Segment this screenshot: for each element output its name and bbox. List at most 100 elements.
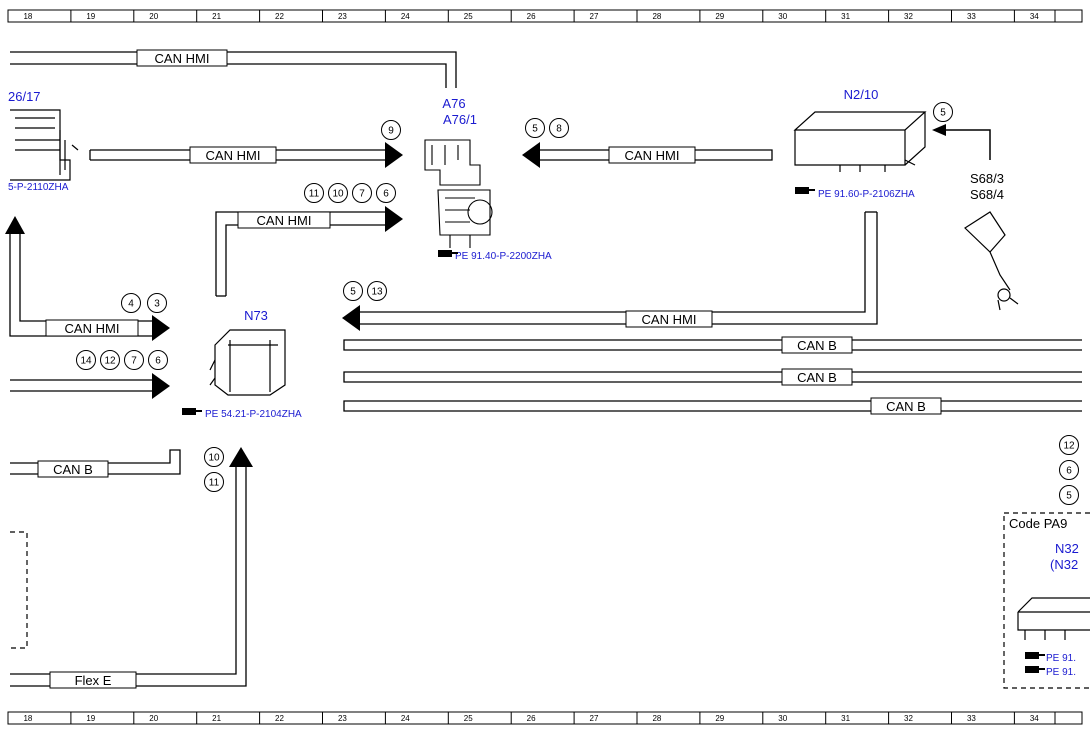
connector-number: 12	[1063, 441, 1075, 452]
bus-label-mid: CAN HMI	[642, 312, 697, 327]
bus-label-can-b-3: CAN B	[886, 399, 926, 414]
connector-number: 3	[154, 299, 160, 310]
bus-label-n73-a76: CAN HMI	[257, 213, 312, 228]
ruler-number: 21	[212, 714, 221, 723]
a76-device	[424, 139, 493, 248]
ruler-number: 20	[149, 12, 158, 21]
arrow-up	[229, 447, 253, 467]
connector-circle	[1059, 435, 1079, 455]
pointing-hand-icon	[795, 187, 815, 194]
n73-ref: PE 54.21-P-2104ZHA	[205, 409, 302, 420]
bus-label-can-b-left: CAN B	[53, 462, 93, 477]
connector-number: 7	[359, 189, 365, 200]
pointing-hand-icon	[182, 408, 202, 415]
ruler-number: 34	[1030, 714, 1039, 723]
connector-number: 6	[383, 189, 389, 200]
ruler-number: 32	[904, 714, 913, 723]
ruler-number: 24	[401, 12, 410, 21]
ruler-number: 31	[841, 12, 850, 21]
s68-3-label: S68/3	[970, 171, 1004, 186]
bus-label-can-b-2: CAN B	[797, 370, 837, 385]
ruler-number: 18	[23, 12, 32, 21]
ruler-number: 34	[1030, 12, 1039, 21]
n2-10-ref: PE 91.60-P-2106ZHA	[818, 189, 915, 200]
ruler-number: 19	[86, 12, 95, 21]
ruler-number: 20	[149, 714, 158, 723]
arrow-right	[152, 373, 170, 399]
connector-circle	[1059, 485, 1079, 505]
connector-circle	[124, 350, 144, 370]
connector-circle	[343, 281, 363, 301]
connector-number: 5	[940, 108, 946, 119]
n32-device	[1017, 597, 1090, 640]
connector-number: 5	[1066, 491, 1072, 502]
connector-circle	[121, 293, 141, 313]
ruler-number: 25	[464, 12, 473, 21]
connector-number: 5	[350, 287, 356, 298]
n32-ref-1: PE 91.	[1046, 653, 1076, 664]
bus-label-n73-left: CAN HMI	[65, 321, 120, 336]
pointing-hand-icon	[438, 250, 458, 257]
connector-circle	[76, 350, 96, 370]
left-partial-name: 26/17	[8, 89, 41, 104]
n32-code: Code PA9	[1009, 516, 1067, 531]
n32-ref-2: PE 91.	[1046, 667, 1076, 678]
arrow-left	[342, 305, 360, 331]
ruler-number: 29	[715, 714, 724, 723]
left-partial-ref: 5-P-2110ZHA	[8, 182, 69, 193]
connector-circle	[381, 120, 401, 140]
n73-label: N73	[244, 308, 268, 323]
pointing-hand-icon	[1025, 666, 1045, 673]
connector-circle	[525, 118, 545, 138]
connector-number: 11	[309, 189, 320, 200]
arrow-right	[385, 206, 403, 232]
ruler-number: 29	[715, 12, 724, 21]
connector-number: 14	[80, 356, 92, 367]
ruler-number: 23	[338, 12, 347, 21]
connector-circle	[376, 183, 396, 203]
arrow-left	[522, 142, 540, 168]
ruler-number: 28	[652, 714, 661, 723]
n32-label: N32	[1055, 541, 1079, 556]
arrow-left	[932, 124, 946, 136]
bus-label-can-b-1: CAN B	[797, 338, 837, 353]
connector-circle	[148, 350, 168, 370]
n73-device	[209, 329, 286, 396]
ruler-number: 26	[527, 714, 536, 723]
connector-circle	[204, 447, 224, 467]
connector-number: 11	[209, 478, 220, 489]
connector-circle	[100, 350, 120, 370]
connector-number: 9	[388, 126, 394, 137]
connector-number: 12	[104, 356, 116, 367]
n32-label-2: (N32	[1050, 557, 1078, 572]
a76-ref: PE 91.40-P-2200ZHA	[455, 251, 552, 262]
ruler-number: 22	[275, 12, 284, 21]
ruler-number: 32	[904, 12, 913, 21]
s68-switch	[964, 211, 1019, 311]
connector-number: 6	[1066, 466, 1072, 477]
n2-10-label: N2/10	[844, 87, 879, 102]
connector-circle	[549, 118, 569, 138]
bus-label-a76-in: CAN HMI	[206, 148, 261, 163]
pointing-hand-icon	[1025, 652, 1045, 659]
connector-circle	[367, 281, 387, 301]
ruler-number: 25	[464, 714, 473, 723]
connector-number: 13	[371, 287, 383, 298]
connector-circle	[933, 102, 953, 122]
left-partial-component	[10, 109, 79, 181]
bus-label-n2-10: CAN HMI	[625, 148, 680, 163]
bus-label-flex-e: Flex E	[75, 673, 112, 688]
connector-circle	[147, 293, 167, 313]
a76-label: A76	[442, 96, 465, 111]
ruler-number: 28	[652, 12, 661, 21]
connector-circle	[204, 472, 224, 492]
arrow-right	[385, 142, 403, 168]
ruler-number: 22	[275, 714, 284, 723]
arrow-right	[152, 315, 170, 341]
ruler-number: 33	[967, 714, 976, 723]
connector-number: 5	[532, 124, 538, 135]
connector-number: 6	[155, 356, 161, 367]
ruler-number: 21	[212, 12, 221, 21]
